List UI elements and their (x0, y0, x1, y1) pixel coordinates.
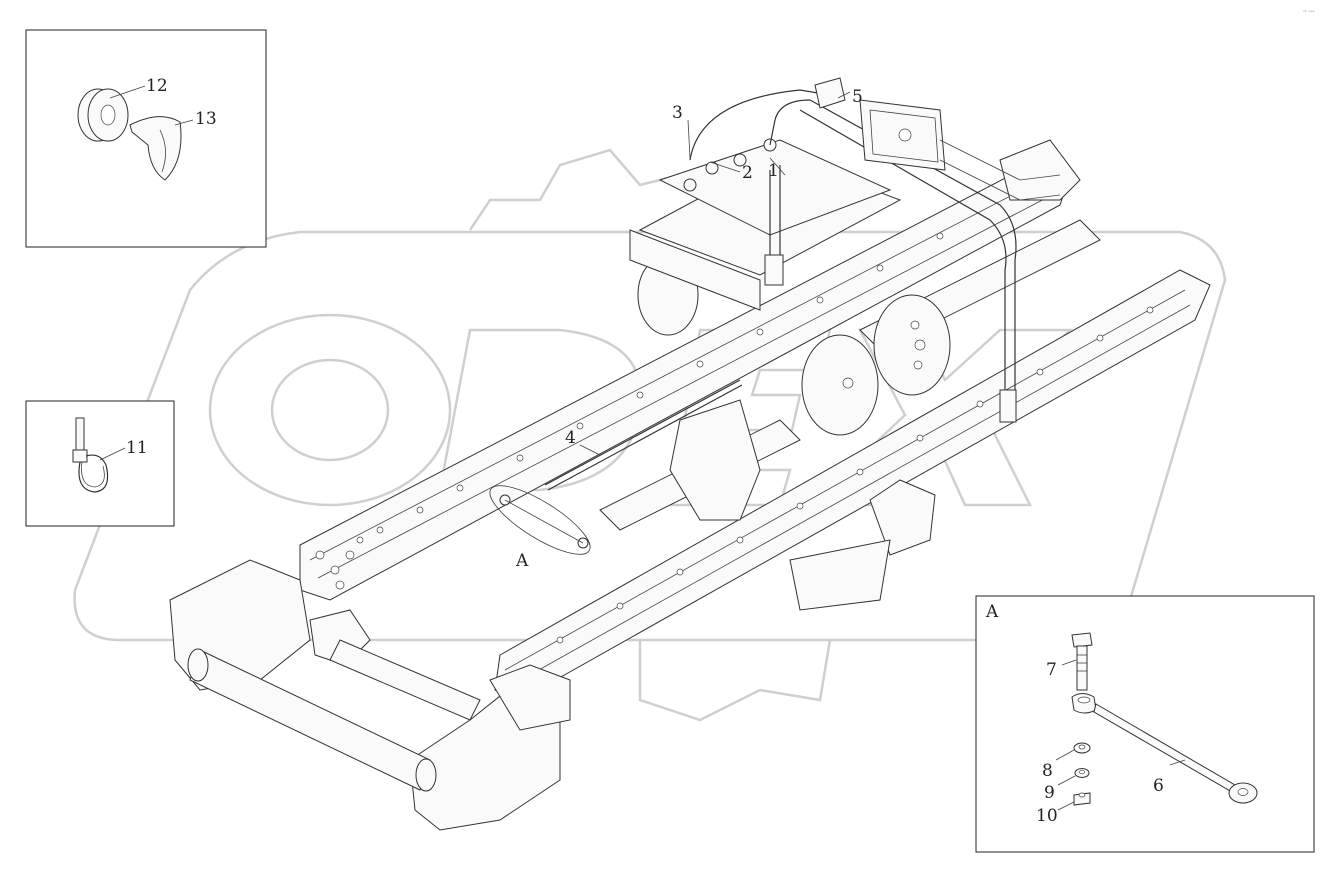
callout-10: 10 (1036, 806, 1058, 826)
callout-12: 12 (146, 76, 168, 96)
callout-4: 4 (565, 428, 576, 448)
callout-7: 7 (1046, 660, 1057, 680)
callout-1: 1 (768, 161, 779, 181)
chassis-frame (169, 77, 1211, 831)
detail-view-a: A 7 6 8 9 10 (975, 595, 1315, 853)
view-a-label: A (515, 551, 529, 571)
callout-9: 9 (1044, 783, 1055, 803)
main-callouts: 1 2 3 4 5 A (515, 87, 863, 571)
callout-6: 6 (1153, 776, 1164, 796)
callout-11: 11 (126, 438, 148, 458)
callout-8: 8 (1042, 761, 1053, 781)
corner-mark: ᵒᴾ ᵉᵉᵉ (1303, 10, 1315, 16)
callout-2: 2 (742, 163, 753, 183)
inset-pulley-clip: 12 13 (25, 29, 267, 248)
inset-cable-tie: 11 (25, 400, 175, 527)
callout-13: 13 (195, 109, 217, 129)
detail-a-title: A (985, 602, 999, 622)
callout-3: 3 (672, 103, 683, 123)
rail-holes (315, 232, 1154, 644)
callout-5: 5 (852, 87, 863, 107)
view-a-ellipse (489, 485, 591, 555)
